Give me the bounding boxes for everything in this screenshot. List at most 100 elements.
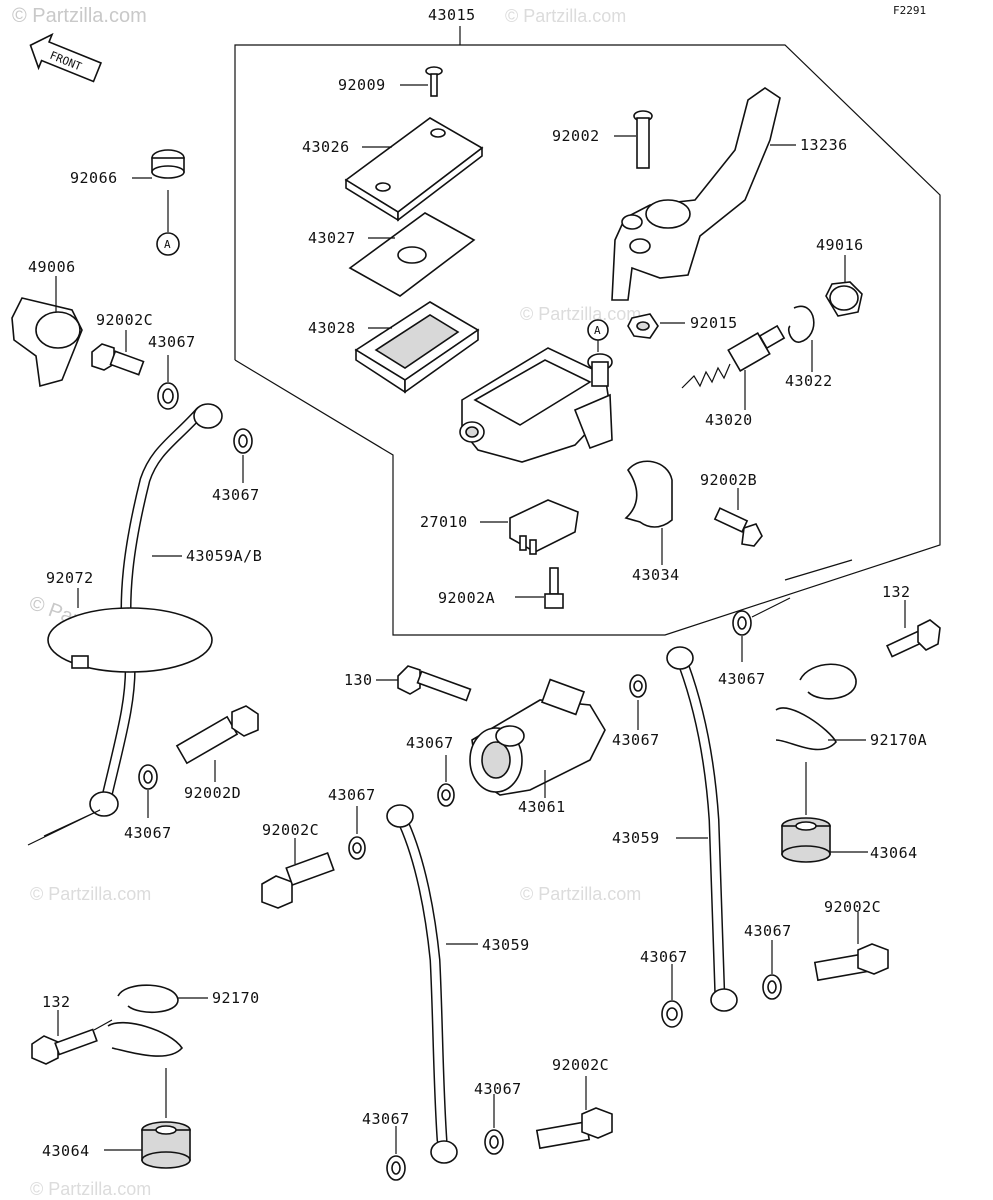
brake-hose-43059-right [666, 646, 738, 1012]
label-43067-j: 43067 [362, 1110, 410, 1128]
plate-43027 [348, 212, 476, 297]
master-cylinder-43061 [469, 678, 606, 796]
washer-43067 [348, 836, 366, 860]
label-132-left: 132 [42, 993, 71, 1011]
label-43067-b: 43067 [212, 486, 260, 504]
label-43027: 43027 [308, 229, 356, 247]
label-43059-mid: 43059 [482, 936, 530, 954]
label-92002C-mid: 92002C [262, 821, 319, 839]
front-arrow-icon: FRONT [29, 32, 103, 83]
label-132-right: 132 [882, 583, 911, 601]
grommet-43064 [781, 817, 831, 863]
label-92009: 92009 [338, 76, 386, 94]
boot-49006 [11, 297, 83, 388]
callout-a-label: A [164, 238, 171, 251]
bolt-132 [31, 1028, 98, 1065]
label-130: 130 [344, 671, 373, 689]
band-92072 [47, 607, 213, 673]
bolt-92002C [91, 343, 145, 376]
bolt-92002C [261, 851, 335, 909]
watermark-text: © Partzilla.com [520, 884, 641, 904]
reservoir-cap-43026 [344, 117, 484, 222]
label-43059-right: 43059 [612, 829, 660, 847]
watermark-text: © Partzilla.com [520, 304, 641, 324]
label-49016: 49016 [816, 236, 864, 254]
watermark-text: © Partzilla.com [30, 1179, 151, 1199]
label-43067-c: 43067 [124, 824, 172, 842]
label-13236: 13236 [800, 136, 848, 154]
callout-a-label: A [594, 324, 601, 337]
figure-reference: F2291 [893, 4, 926, 17]
switch-27010 [509, 499, 579, 555]
label-92170: 92170 [212, 989, 260, 1007]
washer-43067 [484, 1129, 504, 1155]
washer-43067 [233, 428, 253, 454]
screw-92002A [544, 567, 564, 609]
label-92002D: 92002D [184, 784, 241, 802]
brake-hose-43059 [386, 804, 458, 1164]
label-43020: 43020 [705, 411, 753, 429]
watermark-text: © Partzilla.com [505, 6, 626, 26]
bolt-92002 [633, 110, 653, 169]
label-92170A: 92170A [870, 731, 927, 749]
washer-43067 [386, 1155, 406, 1181]
label-27010: 27010 [420, 513, 468, 531]
label-43067-g: 43067 [718, 670, 766, 688]
washer-43067 [138, 764, 158, 790]
watermark-text: © Partzilla.com [30, 884, 151, 904]
label-92002C-left: 92002C [96, 311, 153, 329]
label-43067-a: 43067 [148, 333, 196, 351]
cap-92066 [151, 149, 185, 179]
clip-92170 [107, 984, 184, 1057]
label-43026: 43026 [302, 138, 350, 156]
nut-92015 [627, 313, 659, 339]
label-43067-k: 43067 [474, 1080, 522, 1098]
screw-92009 [425, 66, 443, 97]
grommet-43064 [141, 1121, 191, 1169]
label-43067-e: 43067 [612, 731, 660, 749]
bolt-92002B [713, 507, 763, 547]
label-43015: 43015 [428, 6, 476, 24]
boot-49016 [825, 281, 863, 317]
label-43067-i: 43067 [640, 948, 688, 966]
label-92002: 92002 [552, 127, 600, 145]
label-43067-f: 43067 [328, 786, 376, 804]
label-92002B: 92002B [700, 471, 757, 489]
bolt-132 [885, 619, 941, 658]
piston-43020 [681, 324, 786, 389]
bolt-92002C [535, 1107, 613, 1150]
master-cylinder-body [459, 347, 613, 463]
label-43028: 43028 [308, 319, 356, 337]
label-92066: 92066 [70, 169, 118, 187]
washer-43067 [732, 610, 752, 636]
label-43061: 43061 [518, 798, 566, 816]
label-43064-right: 43064 [870, 844, 918, 862]
washer-43067 [661, 1000, 683, 1028]
label-92015: 92015 [690, 314, 738, 332]
label-92002C-bottom: 92002C [552, 1056, 609, 1074]
washer-43067 [629, 674, 647, 698]
washer-43067 [157, 382, 179, 410]
assembly-outline [234, 44, 941, 636]
label-49006: 49006 [28, 258, 76, 276]
clamp-43034 [624, 460, 673, 528]
diaphragm-43028 [354, 301, 480, 394]
label-92002C-right: 92002C [824, 898, 881, 916]
bolt-130 [397, 665, 472, 702]
washer-43067 [762, 974, 782, 1000]
callout-a-icon: A [156, 232, 180, 256]
label-43022: 43022 [785, 372, 833, 390]
label-92002A: 92002A [438, 589, 495, 607]
bolt-92002D [175, 705, 259, 765]
label-43067-h: 43067 [744, 922, 792, 940]
circlip-43022 [787, 305, 815, 343]
washer-43067 [437, 783, 455, 807]
bolt-92002C [813, 943, 889, 982]
label-43067-d: 43067 [406, 734, 454, 752]
label-92072: 92072 [46, 569, 94, 587]
label-43034: 43034 [632, 566, 680, 584]
label-43059AB: 43059A/B [186, 547, 262, 565]
watermark-text: © Partzilla.com [12, 5, 147, 27]
